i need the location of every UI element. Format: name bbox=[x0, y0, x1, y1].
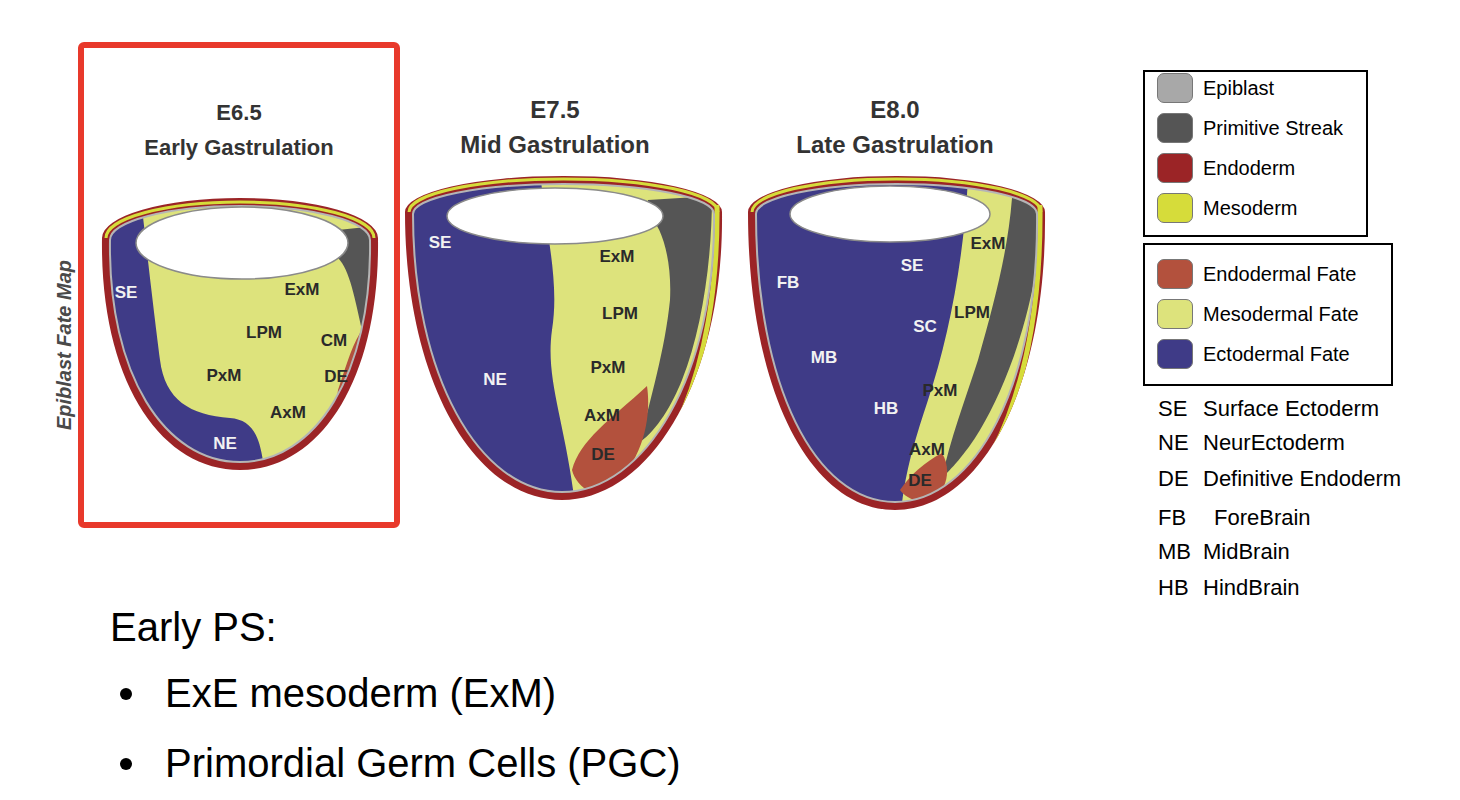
note-heading: Early PS: bbox=[110, 604, 277, 650]
axis-title: Epiblast Fate Map bbox=[53, 260, 76, 430]
abbreviation: MB bbox=[1158, 539, 1191, 564]
region-label: SE bbox=[115, 283, 138, 303]
region-label: NE bbox=[213, 434, 237, 454]
embryo-e80 bbox=[740, 170, 1060, 520]
region-label: LPM bbox=[246, 323, 282, 343]
stage-heading: Mid Gastrulation bbox=[460, 131, 649, 159]
embryo-e75 bbox=[400, 170, 730, 510]
region-label: HB bbox=[874, 399, 899, 419]
region-label: MB bbox=[811, 348, 837, 368]
legend-swatch bbox=[1157, 73, 1193, 103]
region-label: ExM bbox=[600, 247, 635, 267]
stage-heading: Early Gastrulation bbox=[84, 135, 394, 160]
region-label: SC bbox=[913, 317, 937, 337]
legend-swatch bbox=[1157, 193, 1193, 223]
region-label: PxM bbox=[923, 381, 958, 401]
legend-text: Endodermal Fate bbox=[1203, 263, 1356, 286]
region-label: DE bbox=[324, 367, 348, 387]
legend-text: Mesodermal Fate bbox=[1203, 303, 1359, 326]
stage-heading: E6.5 bbox=[84, 100, 394, 125]
stage-heading: E8.0 bbox=[870, 96, 919, 124]
stage-heading: Late Gastrulation bbox=[796, 131, 993, 159]
region-label: SE bbox=[901, 256, 924, 276]
stage-heading: E7.5 bbox=[530, 96, 579, 124]
region-label: PxM bbox=[591, 358, 626, 378]
region-label: FB bbox=[777, 273, 800, 293]
abbreviation-meaning: MidBrain bbox=[1203, 539, 1290, 564]
legend-text: Epiblast bbox=[1203, 77, 1274, 100]
bullet-text: ExE mesoderm (ExM) bbox=[165, 670, 556, 716]
region-label: AxM bbox=[584, 406, 620, 426]
legend-text: Endoderm bbox=[1203, 157, 1295, 180]
abbreviation: NE bbox=[1158, 430, 1189, 455]
legend-swatch bbox=[1157, 113, 1193, 143]
region-label: LPM bbox=[602, 304, 638, 324]
legend-text: Primitive Streak bbox=[1203, 117, 1343, 140]
abbreviation-meaning: NeurEctoderm bbox=[1203, 430, 1345, 455]
region-label: AxM bbox=[270, 403, 306, 423]
abbreviation: DE bbox=[1158, 466, 1189, 491]
region-label: CM bbox=[321, 331, 347, 351]
embryo-e65 bbox=[90, 190, 390, 480]
legend-swatch bbox=[1157, 153, 1193, 183]
legend-swatch bbox=[1157, 299, 1193, 329]
region-label: PxM bbox=[207, 366, 242, 386]
abbreviation-meaning: HindBrain bbox=[1203, 575, 1300, 600]
region-label: SE bbox=[429, 233, 452, 253]
legend-text: Mesoderm bbox=[1203, 197, 1297, 220]
legend-swatch bbox=[1157, 259, 1193, 289]
bullet-dot bbox=[120, 688, 132, 700]
abbreviation-meaning: ForeBrain bbox=[1214, 505, 1311, 530]
region-label: DE bbox=[908, 471, 932, 491]
bullet-dot bbox=[120, 758, 132, 770]
abbreviation-meaning: Surface Ectoderm bbox=[1203, 396, 1379, 421]
region-label: ExM bbox=[285, 280, 320, 300]
bullet-text: Primordial Germ Cells (PGC) bbox=[165, 740, 681, 786]
region-label: LPM bbox=[954, 303, 990, 323]
abbreviation-meaning: Definitive Endoderm bbox=[1203, 466, 1401, 491]
abbreviation: SE bbox=[1158, 396, 1187, 421]
legend-swatch bbox=[1157, 339, 1193, 369]
region-label: AxM bbox=[909, 440, 945, 460]
legend-text: Ectodermal Fate bbox=[1203, 343, 1350, 366]
region-label: NE bbox=[483, 370, 507, 390]
region-label: DE bbox=[591, 445, 615, 465]
abbreviation: FB bbox=[1158, 505, 1186, 530]
region-label: ExM bbox=[971, 234, 1006, 254]
abbreviation: HB bbox=[1158, 575, 1189, 600]
